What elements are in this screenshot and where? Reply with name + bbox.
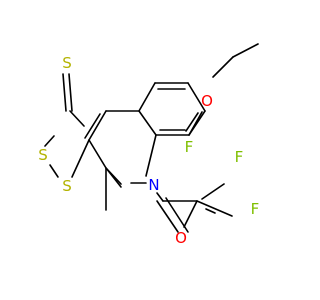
bond-line	[212, 56, 234, 78]
bond-line	[88, 139, 107, 169]
atom-label-fluorine-top: F	[235, 148, 244, 166]
bond-line	[62, 73, 67, 112]
bond-line	[196, 200, 233, 217]
bond-line	[138, 82, 156, 112]
atom-label-carbonyl-oxygen: O	[175, 229, 187, 247]
atom-label-thione-sulfur: S	[62, 54, 72, 72]
bond-line	[88, 110, 107, 141]
bond-line	[205, 208, 216, 214]
bond-line	[188, 110, 206, 136]
bond-layer	[44, 43, 259, 233]
atom-label-ring-sulfur-lower: S	[62, 177, 72, 195]
bond-line	[183, 200, 198, 228]
bond-line	[187, 82, 206, 112]
molecule-canvas: O O S S S N F F F	[38, 43, 260, 247]
atom-label-layer: O O S S S N F F F	[38, 54, 259, 247]
bond-line	[156, 200, 179, 233]
atom-label-fluorine-right: F	[251, 200, 260, 218]
bond-line	[185, 112, 199, 132]
bond-line	[138, 110, 157, 136]
bond-line	[69, 110, 85, 127]
atom-label-ring-nitrogen: N	[148, 176, 159, 194]
bond-line	[232, 43, 259, 58]
bond-line	[71, 139, 90, 178]
atom-label-ring-sulfur-upper: S	[38, 146, 48, 164]
atom-label-ether-oxygen: O	[201, 92, 213, 110]
bond-line	[84, 113, 101, 139]
atom-label-fluorine-left: F	[185, 138, 194, 156]
bond-line	[201, 183, 225, 200]
bond-line	[49, 164, 59, 178]
bond-line	[165, 197, 189, 233]
bond-line	[156, 192, 164, 202]
bond-line	[145, 134, 157, 177]
bond-line	[105, 167, 122, 188]
molecule-structure: O O S S S N F F F	[38, 43, 259, 247]
bond-line	[44, 135, 55, 147]
bond-line	[68, 73, 73, 112]
